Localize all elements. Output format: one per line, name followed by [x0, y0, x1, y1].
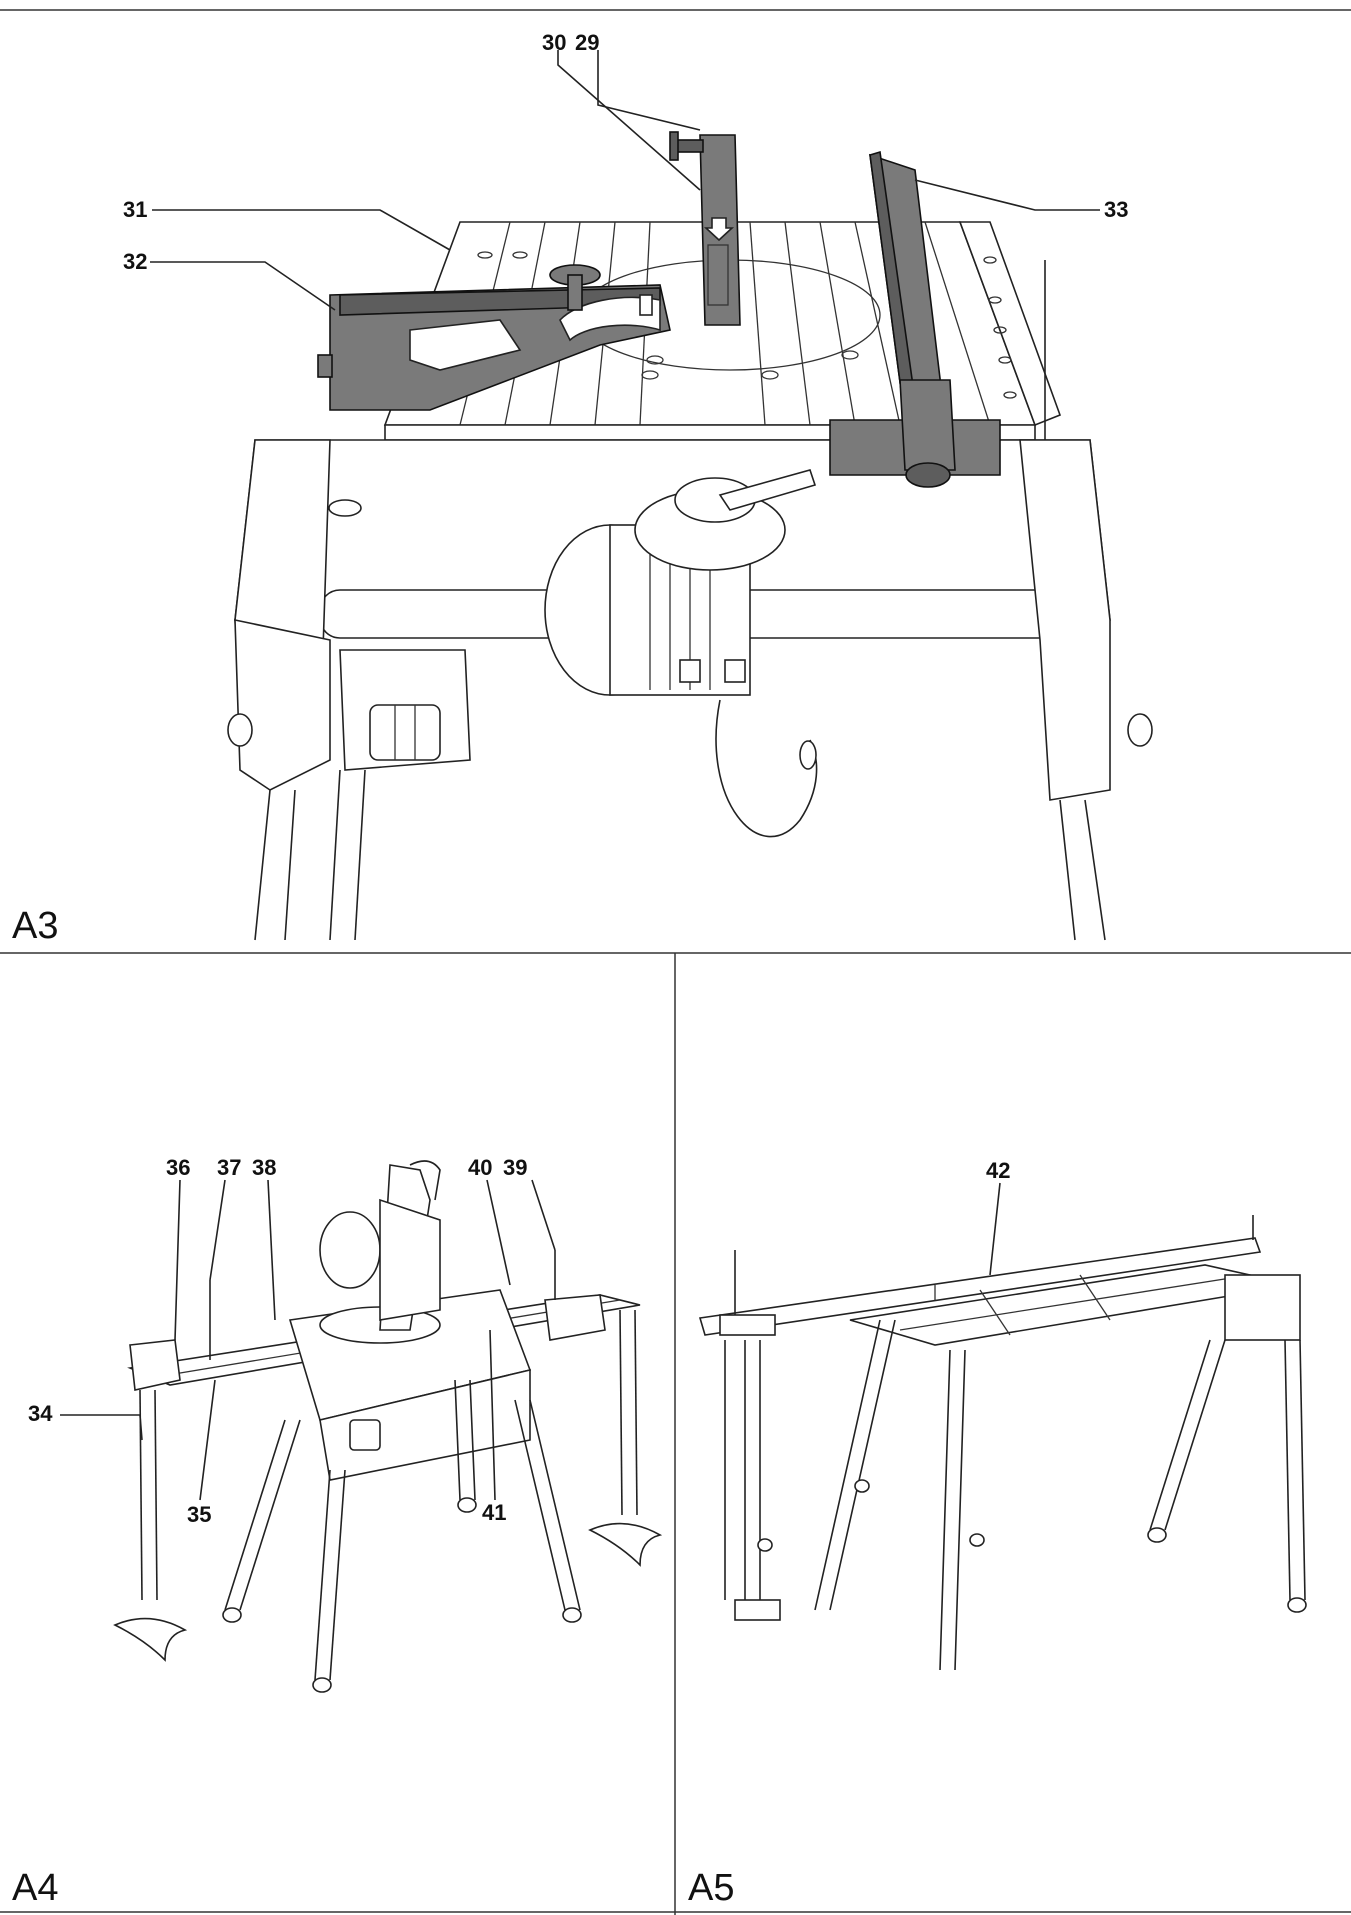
- mitre-gauge: [317, 264, 671, 411]
- stand-legs: [139, 1309, 638, 1681]
- callout-32: 32: [123, 249, 147, 274]
- figure-a4-mitre-saw-stand: 36 37 38 40 39 34 35 41 A4: [12, 1155, 663, 1909]
- right-end-bracket: [1224, 1274, 1301, 1341]
- on-off-switch-box: [339, 649, 471, 771]
- callout-29: 29: [575, 30, 599, 55]
- callout-42: 42: [986, 1158, 1010, 1183]
- leader-39: [531, 1179, 556, 1251]
- callout-30: 30: [542, 30, 566, 55]
- figure-label-a3: A3: [12, 905, 58, 947]
- callout-34: 34: [28, 1401, 53, 1426]
- left-end-bracket: [719, 1314, 776, 1336]
- figure-label-a4: A4: [12, 1867, 58, 1909]
- mitre-saw-head: [319, 1160, 441, 1331]
- leader-40: [486, 1179, 511, 1286]
- table-extension-right: [958, 221, 1062, 427]
- leader-36: [174, 1179, 181, 1341]
- leader-38: [267, 1179, 276, 1321]
- a5-feet: [734, 1479, 1307, 1621]
- a5-legs: [724, 1319, 1306, 1671]
- callout-31: 31: [123, 197, 147, 222]
- left-support-clamp: [129, 1339, 181, 1391]
- figure-label-a5: A5: [688, 1867, 734, 1909]
- callout-40: 40: [468, 1155, 492, 1180]
- extension-beam: [698, 1237, 1262, 1336]
- leader-29: [597, 50, 701, 131]
- riving-knife-guard: [669, 131, 741, 326]
- callout-39: 39: [503, 1155, 527, 1180]
- page-frame: [0, 9, 1351, 1915]
- leader-37: [209, 1179, 226, 1281]
- callout-37: 37: [217, 1155, 241, 1180]
- leader-42: [989, 1182, 1001, 1276]
- saw-motor: [544, 469, 818, 838]
- leader-32: [150, 261, 336, 311]
- figure-a3-table-saw: 30 29 31 32 33 A3: [12, 30, 1153, 947]
- callout-41: 41: [482, 1500, 506, 1525]
- stand-feet: [113, 1497, 663, 1693]
- callout-leaders-a4: [60, 1179, 556, 1501]
- figure-a5-stand-extended: 42 A5: [688, 1158, 1307, 1909]
- callout-35: 35: [187, 1502, 211, 1527]
- callout-leaders-a3: [150, 50, 1100, 311]
- callout-33: 33: [1104, 197, 1128, 222]
- leader-34: [60, 1414, 143, 1441]
- callout-36: 36: [166, 1155, 190, 1180]
- callout-38: 38: [252, 1155, 276, 1180]
- leader-30: [557, 50, 701, 191]
- leader-41: [489, 1329, 496, 1501]
- rip-fence: [829, 150, 1001, 488]
- leader-33: [914, 179, 1100, 211]
- leader-31: [152, 209, 451, 251]
- right-support-clamp: [544, 1294, 606, 1341]
- table-holes: [477, 251, 859, 380]
- leader-35: [199, 1379, 216, 1501]
